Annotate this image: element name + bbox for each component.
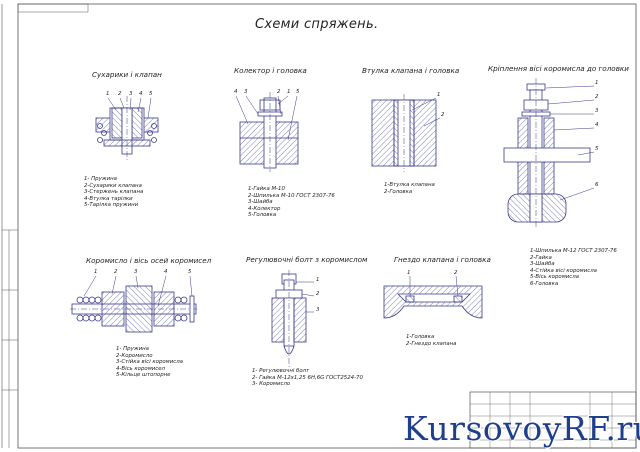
- legend-item: 5-Тарілка пружини: [84, 202, 139, 209]
- callout-number: 5: [296, 89, 300, 95]
- callout-number: 1: [595, 80, 599, 86]
- legend-item: 2- Гайка М-12х1,25 6Н,6G ГОСТ2524-70: [252, 374, 363, 381]
- legend-item: 2-Гнездо клапана: [406, 340, 457, 347]
- view-legend: 1-Шпилька М-12 ГОСТ 2307-76 2-Гайка 3-Ша…: [530, 248, 617, 288]
- callout-number: 5: [595, 146, 599, 152]
- view-legend: 1- Пружина 2-Сухарики клапана 3-Стержень…: [84, 176, 143, 209]
- callout-number: 5: [188, 269, 192, 275]
- view-heading: Сухарики і клапан: [92, 70, 162, 79]
- view-legend: 1-Головка 2-Гнездо клапана: [406, 334, 457, 347]
- callout-number: 5: [149, 91, 153, 97]
- view-heading: Втулка клапана і головка: [362, 66, 460, 75]
- callout-number: 3: [129, 91, 133, 97]
- sheet-frame: [17, 3, 637, 449]
- callout-number: 1: [287, 89, 291, 95]
- callout-number: 2: [441, 112, 445, 118]
- legend-item: 1- Пружина: [116, 346, 149, 352]
- legend-item: 1-Втулка клапана: [384, 182, 435, 188]
- view-heading: Гнездо клапана і головка: [394, 255, 491, 264]
- legend-item: 3-Шайба: [248, 199, 273, 206]
- callout-number: 2: [595, 94, 599, 100]
- legend-item: 2-Гайка: [530, 254, 552, 261]
- legend-item: 5-Кільце штопорне: [116, 372, 171, 379]
- view-collector-head: [235, 92, 299, 172]
- sheet-title: Схеми спряжень.: [255, 17, 379, 32]
- watermark-logo: KursovoyRF.ru: [403, 409, 640, 448]
- callout-number: 3: [244, 89, 248, 95]
- view-adjusting-bolt: [271, 270, 315, 368]
- legend-item: 6-Головка: [530, 280, 559, 287]
- legend-item: 4-Втулка тарілки: [84, 195, 133, 202]
- callout-number: 3: [316, 307, 320, 313]
- view-legend: 1- Регулювочні болт 2- Гайка М-12х1,25 6…: [252, 368, 363, 388]
- view-heading: Колектор і головка: [234, 66, 307, 75]
- legend-item: 4-Стійка вісі коромисла: [530, 267, 597, 274]
- callout-number: 1: [437, 92, 441, 98]
- title-block-stamp: [469, 391, 637, 449]
- callout-number: 3: [134, 269, 138, 275]
- callout-number: 2: [316, 291, 320, 297]
- view-heading: Коромисло і вісь осей коромисел: [86, 256, 212, 265]
- view-valve-seat: [383, 275, 483, 319]
- callout-number: 4: [234, 89, 238, 95]
- legend-item: 1-Шпилька М-12 ГОСТ 2307-76: [530, 248, 617, 254]
- legend-item: 3- Коромисло: [252, 381, 291, 388]
- view-rocker-axis: [70, 275, 198, 333]
- callout-number: 4: [139, 91, 143, 97]
- legend-item: 5-Головка: [248, 212, 277, 219]
- callout-number: 1: [94, 269, 98, 275]
- legend-item: 5-Вісь коромисла: [530, 274, 579, 281]
- top-title-block: [17, 3, 89, 13]
- legend-item: 3-Стійка вісі коромисла: [116, 359, 183, 366]
- view-legend: 1-Гайка М-10 2-Шпилька М-10 ГОСТ 2307-76…: [248, 186, 335, 219]
- legend-item: 1- Регулювочні болт: [252, 368, 310, 374]
- callout-number: 2: [277, 89, 281, 95]
- legend-item: 4-Вісь коромисел: [116, 365, 165, 372]
- callout-number: 2: [454, 270, 458, 276]
- legend-item: 2-Коромисло: [116, 352, 153, 359]
- view-rocker-axis-mount: [503, 78, 595, 228]
- legend-item: 1- Пружина: [84, 176, 117, 182]
- legend-item: 2-Шпилька М-10 ГОСТ 2307-76: [248, 192, 335, 199]
- legend-item: 1-Гайка М-10: [248, 186, 285, 192]
- view-valve-cotters: [95, 96, 159, 160]
- legend-item: 4-Колектор: [248, 205, 281, 212]
- legend-item: 3-Шайба: [530, 261, 555, 268]
- view-heading: Регулювочні болт з коромислом: [246, 255, 368, 264]
- view-heading: Кріплення вісі коромисла до головки: [488, 64, 629, 73]
- callout-number: 3: [595, 108, 599, 114]
- callout-number: 4: [595, 122, 599, 128]
- callout-number: 2: [114, 269, 118, 275]
- legend-item: 3-Стержень клапана: [84, 189, 144, 196]
- callout-number: 4: [164, 269, 168, 275]
- legend-item: 2-Головка: [384, 188, 413, 195]
- view-legend: 1- Пружина 2-Коромисло 3-Стійка вісі кор…: [116, 346, 183, 379]
- callout-number: 1: [106, 91, 110, 97]
- callout-number: 1: [407, 270, 411, 276]
- callout-number: 1: [316, 277, 320, 283]
- view-valve-guide-head: [371, 94, 441, 172]
- callout-number: 6: [595, 182, 599, 188]
- legend-item: 2-Сухарики клапана: [84, 182, 142, 189]
- view-legend: 1-Втулка клапана 2-Головка: [384, 182, 435, 195]
- legend-item: 1-Головка: [406, 334, 435, 340]
- callout-number: 2: [118, 91, 122, 97]
